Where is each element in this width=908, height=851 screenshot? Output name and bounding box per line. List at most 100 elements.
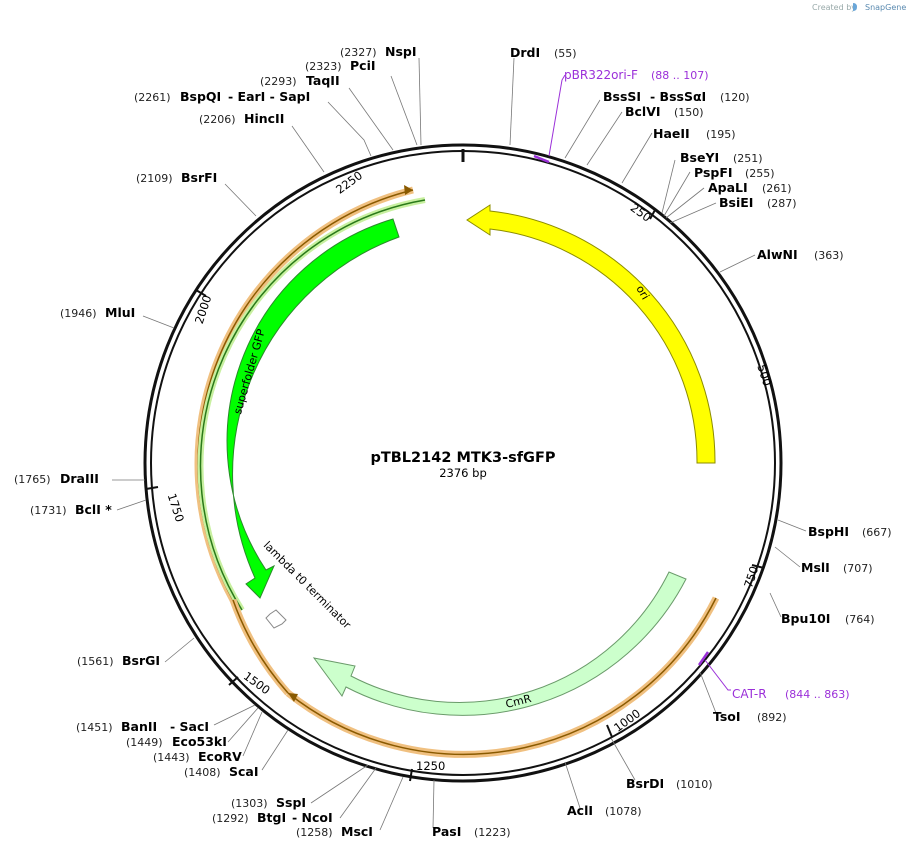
terminator-arrow[interactable] bbox=[265, 609, 287, 629]
site-name-scai[interactable]: ScaI bbox=[229, 764, 259, 779]
site-name-bcli[interactable]: BclI * bbox=[75, 502, 112, 517]
site-pos-draiii: (1765) bbox=[14, 473, 51, 486]
ori-arrow[interactable] bbox=[466, 204, 716, 464]
feature-superfolder-gfp[interactable]: superfolder GFP bbox=[226, 218, 400, 599]
site-name-nspi[interactable]: NspI bbox=[385, 44, 417, 59]
site-alt-btgi[interactable]: - NcoI bbox=[292, 810, 333, 825]
site-pos-apali: (261) bbox=[762, 182, 792, 195]
site-name-eco53ki[interactable]: Eco53kI bbox=[172, 734, 227, 749]
primer-pbr322ori-f-leader bbox=[548, 74, 566, 157]
site-pos-taqii: (2293) bbox=[260, 75, 297, 88]
site-pos-bsssi: (120) bbox=[720, 91, 750, 104]
leader-bsphi bbox=[777, 519, 807, 532]
site-alt-banii[interactable]: - SacI bbox=[170, 719, 209, 734]
cmr-arrow[interactable] bbox=[312, 571, 687, 716]
leader-banii bbox=[213, 704, 256, 726]
site-name-bclvi[interactable]: BclVI bbox=[625, 104, 661, 119]
site-name-pcii[interactable]: PciI bbox=[350, 58, 376, 73]
site-name-tsoi[interactable]: TsoI bbox=[713, 709, 741, 724]
credit-prefix: Created by bbox=[812, 3, 856, 12]
backbone-outer-circle bbox=[143, 143, 783, 783]
site-name-draiii[interactable]: DraIII bbox=[60, 471, 99, 486]
leader-ecorv bbox=[242, 711, 263, 757]
leader-drdi bbox=[509, 57, 515, 146]
tick-2000 bbox=[195, 289, 207, 297]
primer-pbr322ori-f-name[interactable]: pBR322ori-F bbox=[564, 68, 638, 82]
superfolder-gfp-arrow[interactable] bbox=[226, 218, 400, 599]
site-name-acli[interactable]: AclI bbox=[567, 803, 593, 818]
snapgene-logo-icon bbox=[853, 3, 857, 11]
site-name-msli[interactable]: MslI bbox=[801, 560, 830, 575]
site-pos-mlui: (1946) bbox=[60, 307, 97, 320]
feature-ori[interactable]: ori bbox=[466, 204, 716, 464]
site-pos-bpu10i: (764) bbox=[845, 613, 875, 626]
tick-label-2000: 2000 bbox=[192, 293, 214, 325]
leader-apali bbox=[665, 187, 705, 219]
site-alt-bsssi[interactable]: - BssSαI bbox=[650, 89, 706, 104]
site-name-bsrgi[interactable]: BsrGI bbox=[122, 653, 160, 668]
site-name-mlui[interactable]: MluI bbox=[105, 305, 135, 320]
orf-arcs bbox=[194, 185, 720, 758]
tick-1000 bbox=[606, 724, 613, 738]
primer-pbr322ori-f-mark[interactable] bbox=[533, 154, 550, 164]
site-name-bsrfi[interactable]: BsrFI bbox=[181, 170, 217, 185]
tick-label-1250: 1250 bbox=[416, 759, 445, 773]
leader-bcli bbox=[116, 499, 147, 511]
site-name-btgi[interactable]: BtgI bbox=[257, 810, 286, 825]
site-name-hincii[interactable]: HincII bbox=[244, 111, 284, 126]
leader-mlui bbox=[142, 315, 175, 329]
site-name-taqii[interactable]: TaqII bbox=[306, 73, 340, 88]
ori-label: ori bbox=[633, 283, 651, 302]
leader-hincii bbox=[291, 125, 325, 173]
site-pos-bsrfi: (2109) bbox=[136, 172, 173, 185]
site-pos-banii: (1451) bbox=[76, 721, 113, 734]
site-name-banii[interactable]: BanII bbox=[121, 719, 157, 734]
backbone bbox=[143, 143, 783, 783]
gfp-orf-arrowhead bbox=[404, 185, 413, 195]
site-pos-bsrgi: (1561) bbox=[77, 655, 114, 668]
site-name-sspi[interactable]: SspI bbox=[276, 795, 306, 810]
site-name-bsiei[interactable]: BsiEI bbox=[719, 195, 753, 210]
site-pos-ecorv: (1443) bbox=[153, 751, 190, 764]
tick-1750 bbox=[145, 486, 159, 490]
site-name-msci[interactable]: MscI bbox=[341, 824, 373, 839]
tick-250 bbox=[649, 209, 656, 220]
tick-label-750: 750 bbox=[741, 564, 761, 589]
primer-cat-r-mark[interactable] bbox=[697, 651, 710, 666]
primer-cat-r-range: (844 .. 863) bbox=[785, 688, 850, 701]
tick-750 bbox=[751, 564, 765, 569]
site-name-apali[interactable]: ApaLI bbox=[708, 180, 748, 195]
feature-lambda-t0-terminator[interactable]: lambda t0 terminator bbox=[261, 539, 354, 632]
site-pos-bseyi: (251) bbox=[733, 152, 763, 165]
site-name-pspfi[interactable]: PspFI bbox=[694, 165, 733, 180]
plasmid-name: pTBL2142 MTK3-sfGFP bbox=[370, 450, 555, 466]
site-name-drdi[interactable]: DrdI bbox=[510, 45, 540, 60]
site-name-bsssi[interactable]: BssSI bbox=[603, 89, 641, 104]
site-alt-bspqi[interactable]: - EarI - SapI bbox=[228, 89, 310, 104]
site-name-bspqi[interactable]: BspQI bbox=[180, 89, 221, 104]
plasmid-center-label: pTBL2142 MTK3-sfGFP 2376 bp bbox=[370, 450, 555, 480]
cmr-orf-line bbox=[287, 597, 717, 756]
leader-bseyi bbox=[661, 159, 676, 214]
leader-pasi bbox=[432, 779, 435, 829]
leader-nspi bbox=[418, 57, 422, 146]
site-name-ecorv[interactable]: EcoRV bbox=[198, 749, 242, 764]
site-name-haeii[interactable]: HaeII bbox=[653, 126, 690, 141]
leader-pspfi bbox=[663, 171, 691, 217]
site-name-bsphi[interactable]: BspHI bbox=[808, 524, 849, 539]
feature-cmr[interactable]: CmR bbox=[312, 571, 687, 716]
tick-label-500: 500 bbox=[754, 363, 774, 388]
site-name-bpu10i[interactable]: Bpu10I bbox=[781, 611, 830, 626]
site-name-bseyi[interactable]: BseYI bbox=[680, 150, 719, 165]
site-pos-pspfi: (255) bbox=[745, 167, 775, 180]
leader-haeii bbox=[621, 132, 653, 184]
credit-brand: SnapGene bbox=[865, 3, 906, 12]
snapgene-credit: Created by SnapGene bbox=[812, 3, 906, 12]
primer-cat-r-name[interactable]: CAT-R bbox=[732, 687, 767, 701]
site-name-pasi[interactable]: PasI bbox=[432, 824, 461, 839]
site-pos-btgi: (1292) bbox=[212, 812, 249, 825]
site-name-alwni[interactable]: AlwNI bbox=[757, 247, 798, 262]
site-name-bsrdi[interactable]: BsrDI bbox=[626, 776, 664, 791]
leader-pcii bbox=[390, 75, 418, 146]
site-pos-bsiei: (287) bbox=[767, 197, 797, 210]
